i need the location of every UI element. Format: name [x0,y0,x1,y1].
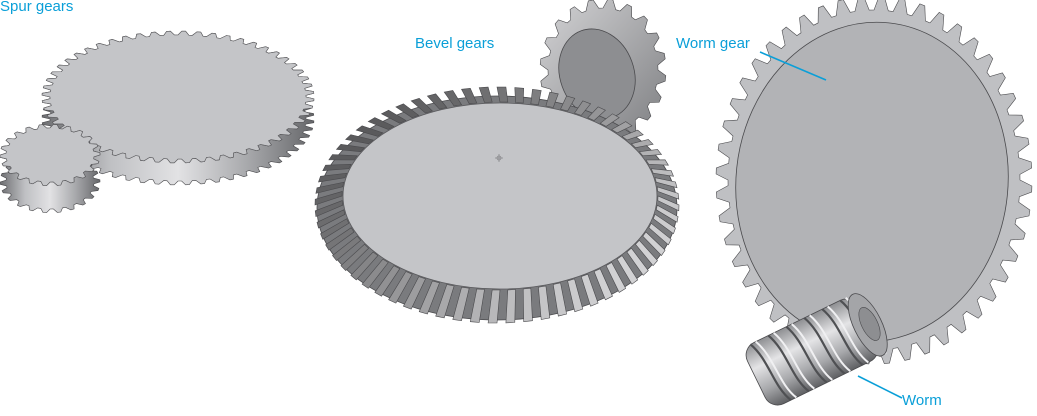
spur-gear-small [0,124,101,213]
bevel-tooth [530,88,542,106]
worm-thread-highlight [773,332,815,390]
bevel-tooth [552,282,567,317]
bevel-tooth [452,286,470,322]
worm-thread [785,325,828,384]
bevel-tooth [560,95,576,112]
bevel-tooth [435,284,455,319]
center-mark-icon [495,154,503,162]
worm-wheel [715,0,1033,365]
bevel-tooth [621,129,644,141]
bevel-tooth [315,181,345,194]
bevel-tooth [314,200,344,218]
bevel-tooth [655,204,679,223]
spur-gear-small-face [0,124,101,186]
bevel-tooth [650,168,674,177]
bevel-tooth [325,227,355,251]
bevel-tooth [611,121,633,134]
bevel-tooth [654,177,678,189]
worm-thread-highlight [827,305,869,364]
bevel-tooth [656,186,680,200]
bevel-tooth [426,93,448,110]
bevel-tooth [367,117,395,130]
bevel-gears-label: Bevel gears [415,35,495,52]
bevel-tooth [567,278,584,313]
bevel-tooth [638,149,663,157]
bevel-tooth [657,195,680,212]
bevel-tooth [443,90,463,107]
bevel-tooth [642,231,666,256]
bevel-tooth [340,243,370,272]
bevel-tooth [380,109,407,124]
bevel-tooth [645,159,669,166]
worm-thread [803,317,846,375]
worm-screw [745,293,888,406]
bevel-tooth [505,289,516,324]
bevel-tooth [350,251,379,281]
worm-thread [821,308,864,366]
bevel-tooth [314,190,343,206]
spur-gear-large [41,30,315,186]
bevel-tooth [648,222,672,246]
worm-thread-highlight [791,323,833,381]
bevel-tooth [580,273,599,307]
bevel-tooth [545,91,559,108]
bevel-gear-large-face [342,102,658,290]
bevel-gear-large [314,86,680,324]
bevel-tooth [345,134,374,145]
worm-thread-highlight [755,340,797,399]
worm-gear-label: Worm gear [676,35,750,52]
bevel-tooth [322,163,352,172]
bevel-tooth [374,265,401,297]
worm-thread-highlight [809,314,851,372]
bevel-tooth [616,255,639,285]
bevel-tooth [328,154,358,161]
bevel-tooth [355,125,384,137]
bevel-tooth [410,97,433,114]
bevel-tooth [587,106,606,121]
worm-label: Worm [902,392,942,409]
bevel-tooth [538,285,551,320]
spur-gears-label: Spur gears [0,0,74,15]
bevel-tooth [635,239,658,267]
bevel-tooth [626,247,649,276]
bevel-tooth [388,271,413,304]
bevel-tooth [574,100,592,116]
spur-gear-large-face [41,30,315,164]
bevel-tooth [487,289,501,324]
worm-gear-leader-line [759,51,827,81]
bevel-tooth [652,213,676,235]
worm-thread [749,343,792,401]
bevel-tooth [599,113,620,127]
bevel-tooth [395,103,420,119]
bevel-tooth [522,287,533,323]
worm-thread [767,334,810,393]
bevel-tooth [496,86,509,103]
bevel-tooth [478,86,493,103]
bevel-tooth [316,209,346,229]
bevel-tooth [605,262,627,293]
bevel-tooth [332,235,362,262]
bevel-pinion [539,0,667,142]
bevel-tooth [514,87,525,104]
bevel-tooth [335,143,366,153]
bevel-tooth [361,258,389,289]
bevel-tooth [418,280,440,315]
bevel-tooth [593,268,613,301]
bevel-tooth [402,276,426,310]
bevel-tooth [469,288,485,323]
bevel-tooth [320,218,350,240]
worm-leader-line [857,375,903,399]
bevel-gear-large-teeth [314,86,680,324]
bevel-tooth [461,87,478,105]
bevel-tooth [318,172,348,183]
worm-shaft [858,307,881,341]
bevel-tooth [630,139,654,149]
